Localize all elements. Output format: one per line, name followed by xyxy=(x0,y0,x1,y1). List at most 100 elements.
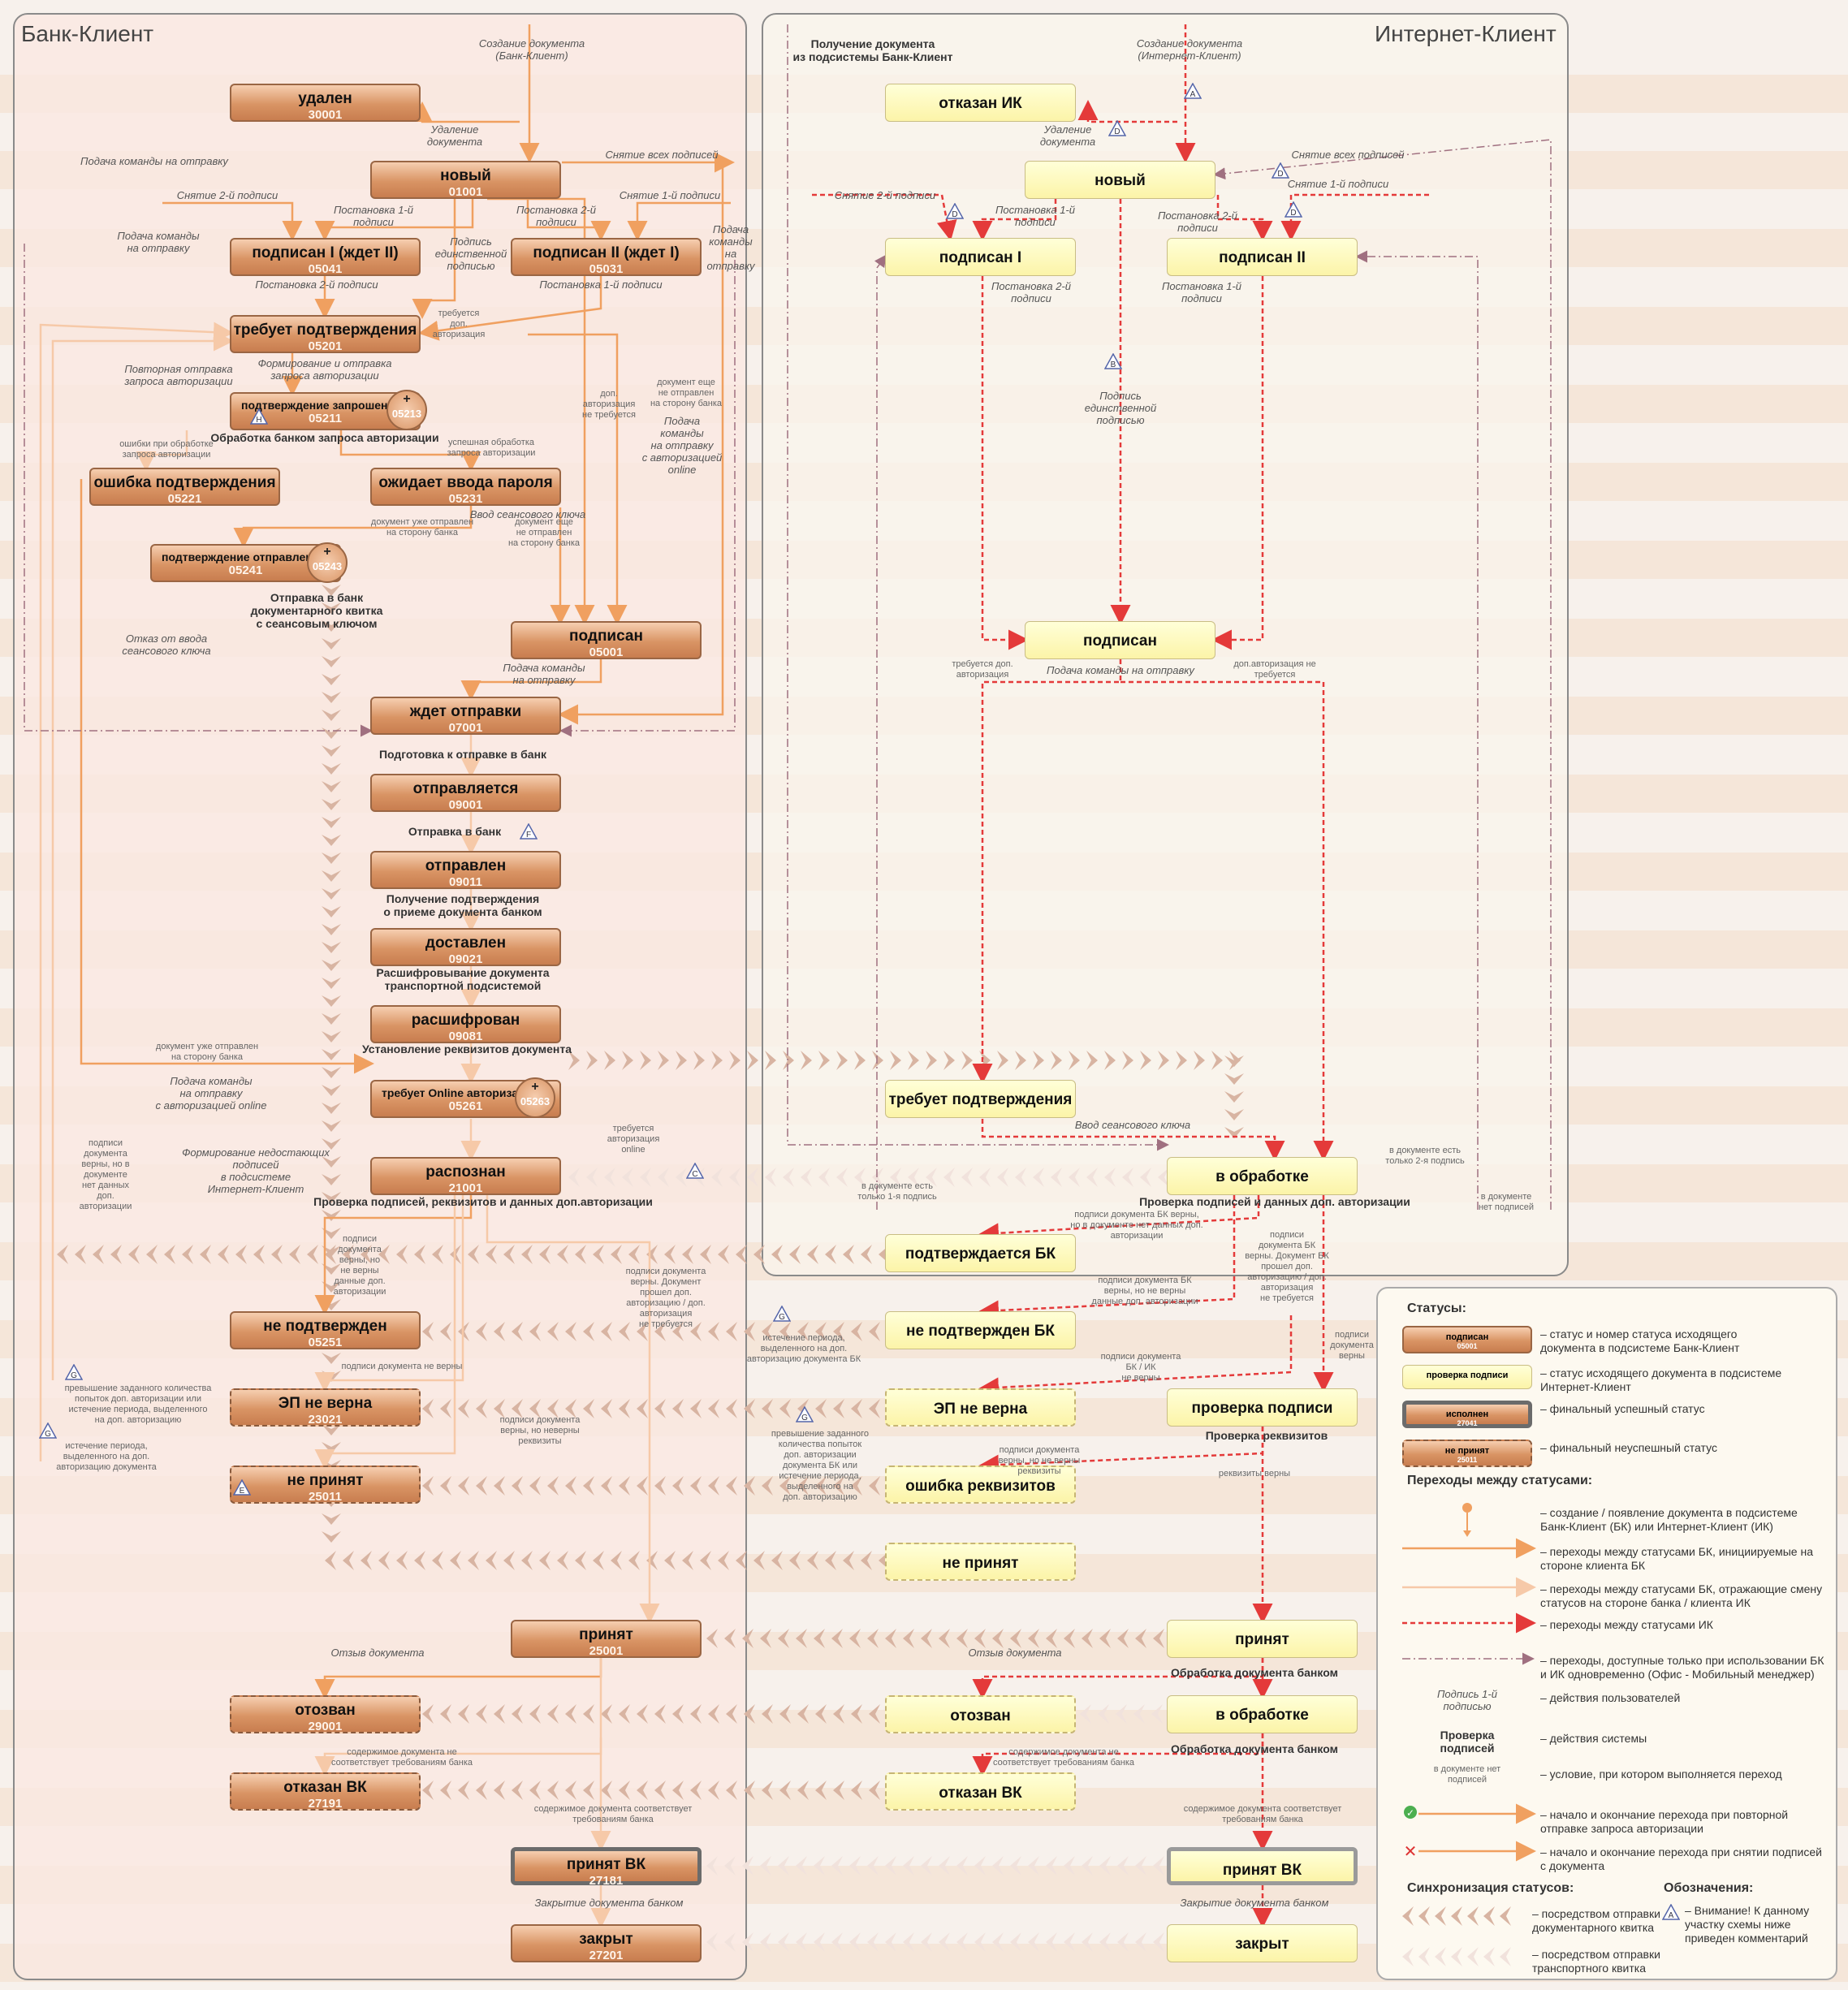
condition-label: содержимое документа не соответствует тр… xyxy=(992,1747,1135,1768)
sync-chevron xyxy=(779,1399,791,1418)
sync-chevron xyxy=(1069,1051,1080,1070)
status-code: 05041 xyxy=(308,262,343,276)
sync-chevron xyxy=(908,1051,919,1070)
sync-chevron xyxy=(711,1168,723,1187)
legend-sample-name: подписан xyxy=(1445,1332,1489,1342)
sync-chevron xyxy=(343,1245,354,1264)
sync-chevron xyxy=(529,1476,541,1496)
legend-sample-name: не принят xyxy=(1444,1446,1490,1456)
sync-chevron xyxy=(885,1629,896,1648)
sync-chevron xyxy=(833,1399,844,1418)
legend-sync-sample xyxy=(1402,1947,1511,1966)
sync-chevron xyxy=(854,1051,866,1070)
condition-label: содержимое документа соответствует требо… xyxy=(1183,1804,1342,1824)
sync-chevron xyxy=(885,1932,896,1952)
transition-arrow xyxy=(136,430,188,472)
sync-chevron xyxy=(815,1476,827,1496)
sync-chevron xyxy=(1140,1051,1151,1070)
sync-chevron xyxy=(818,1051,830,1070)
sync-chevron xyxy=(583,1476,594,1496)
sync-chevron xyxy=(797,1322,809,1341)
condition-label: содержимое документа соответствует требо… xyxy=(533,1804,693,1824)
sync-chevron xyxy=(849,1856,861,1876)
sync-chevron xyxy=(672,1399,684,1418)
sync-chevron xyxy=(778,1932,789,1952)
condition-label: подписи документа не верны xyxy=(341,1362,463,1371)
sync-chevron xyxy=(744,1399,755,1418)
sync-chevron xyxy=(322,942,341,953)
sync-chevron xyxy=(724,1856,736,1876)
sync-chevron xyxy=(1224,1109,1244,1120)
user-action-label: Постановка 1-й подписи xyxy=(539,278,663,291)
sync-chevron xyxy=(75,1245,86,1264)
sync-chevron xyxy=(979,1051,991,1070)
sync-chevron xyxy=(1069,1168,1080,1187)
sync-chevron xyxy=(718,1551,729,1570)
status-name: не принят xyxy=(287,1472,364,1489)
condition-label: подписи документа БК верны. Документ БК … xyxy=(1245,1230,1329,1303)
sync-chevron xyxy=(322,870,341,882)
user-action-label: Создание документа (Банк-Клиент) xyxy=(478,37,585,62)
sync-chevron xyxy=(762,1781,773,1800)
sync-chevron xyxy=(583,1322,594,1341)
sync-chevron xyxy=(440,1322,451,1341)
sync-chevron xyxy=(322,1174,341,1185)
sync-chevron xyxy=(672,1781,684,1800)
sync-chevron xyxy=(637,1399,648,1418)
sync-chevron xyxy=(815,1704,827,1724)
status-name: отозван xyxy=(295,1702,356,1719)
internet-client-title: Интернет-Клиент xyxy=(1375,21,1557,46)
status-name: принят xyxy=(579,1626,633,1643)
sync-chevron xyxy=(742,1856,753,1876)
user-action-label: Формирование недостающих подписей в подс… xyxy=(182,1146,330,1195)
status-name: отозван xyxy=(950,1707,1011,1725)
status-code: 05031 xyxy=(589,262,624,276)
sync-chevron xyxy=(57,1245,68,1264)
sync-chevron xyxy=(1158,1168,1169,1187)
status-ik-signed1: подписан I xyxy=(885,238,1076,276)
sync-chevron xyxy=(322,745,341,757)
sync-chevron xyxy=(322,1049,341,1060)
status-code: 25001 xyxy=(589,1644,624,1658)
sync-chevron xyxy=(825,1551,836,1570)
sync-chevron xyxy=(628,1551,640,1570)
sync-chevron xyxy=(700,1551,711,1570)
sync-chevron xyxy=(422,1399,434,1418)
sync-chevron xyxy=(1046,1856,1057,1876)
sync-chevron xyxy=(1086,1051,1098,1070)
transition-arrow xyxy=(412,101,520,123)
transition-arrow xyxy=(972,1658,1264,1699)
sync-chevron xyxy=(903,1856,914,1876)
sync-chevron xyxy=(789,1551,801,1570)
sync-chevron xyxy=(1099,1629,1111,1648)
sync-chevron xyxy=(1133,1704,1145,1724)
status-name: принят ВК xyxy=(566,1856,646,1873)
sync-chevron xyxy=(271,1245,283,1264)
sync-chevron xyxy=(744,1704,755,1724)
sync-chevron xyxy=(903,1629,914,1648)
sync-chevron xyxy=(1153,1856,1164,1876)
sync-chevron xyxy=(110,1245,122,1264)
status-name: подтверждение запрошено xyxy=(241,399,395,412)
sync-chevron xyxy=(801,1051,812,1070)
sync-chevron xyxy=(825,1245,836,1264)
status-name: не подтвержден БК xyxy=(906,1323,1055,1340)
user-action-label: Постановка 2-й подписи xyxy=(255,278,378,291)
sync-chevron xyxy=(637,1704,648,1724)
sync-chevron xyxy=(432,1245,443,1264)
status-code: 05221 xyxy=(167,492,202,506)
status-ik-new: новый xyxy=(1025,161,1215,199)
condition-label: документ уже отправлен на сторону банка xyxy=(155,1042,259,1062)
system-action-label: Проверка реквизитов xyxy=(1205,1429,1328,1442)
sync-chevron xyxy=(818,1168,830,1187)
transition-arrow xyxy=(978,1315,1293,1398)
status-bk-signed1: подписан I (ждет II)05041 xyxy=(230,238,421,276)
sync-chevron xyxy=(611,1551,622,1570)
sync-chevron xyxy=(322,1085,341,1096)
sync-chevron xyxy=(235,1245,247,1264)
user-action-label: Постановка 1-й подписи xyxy=(333,204,413,228)
sync-chevron xyxy=(890,1168,901,1187)
